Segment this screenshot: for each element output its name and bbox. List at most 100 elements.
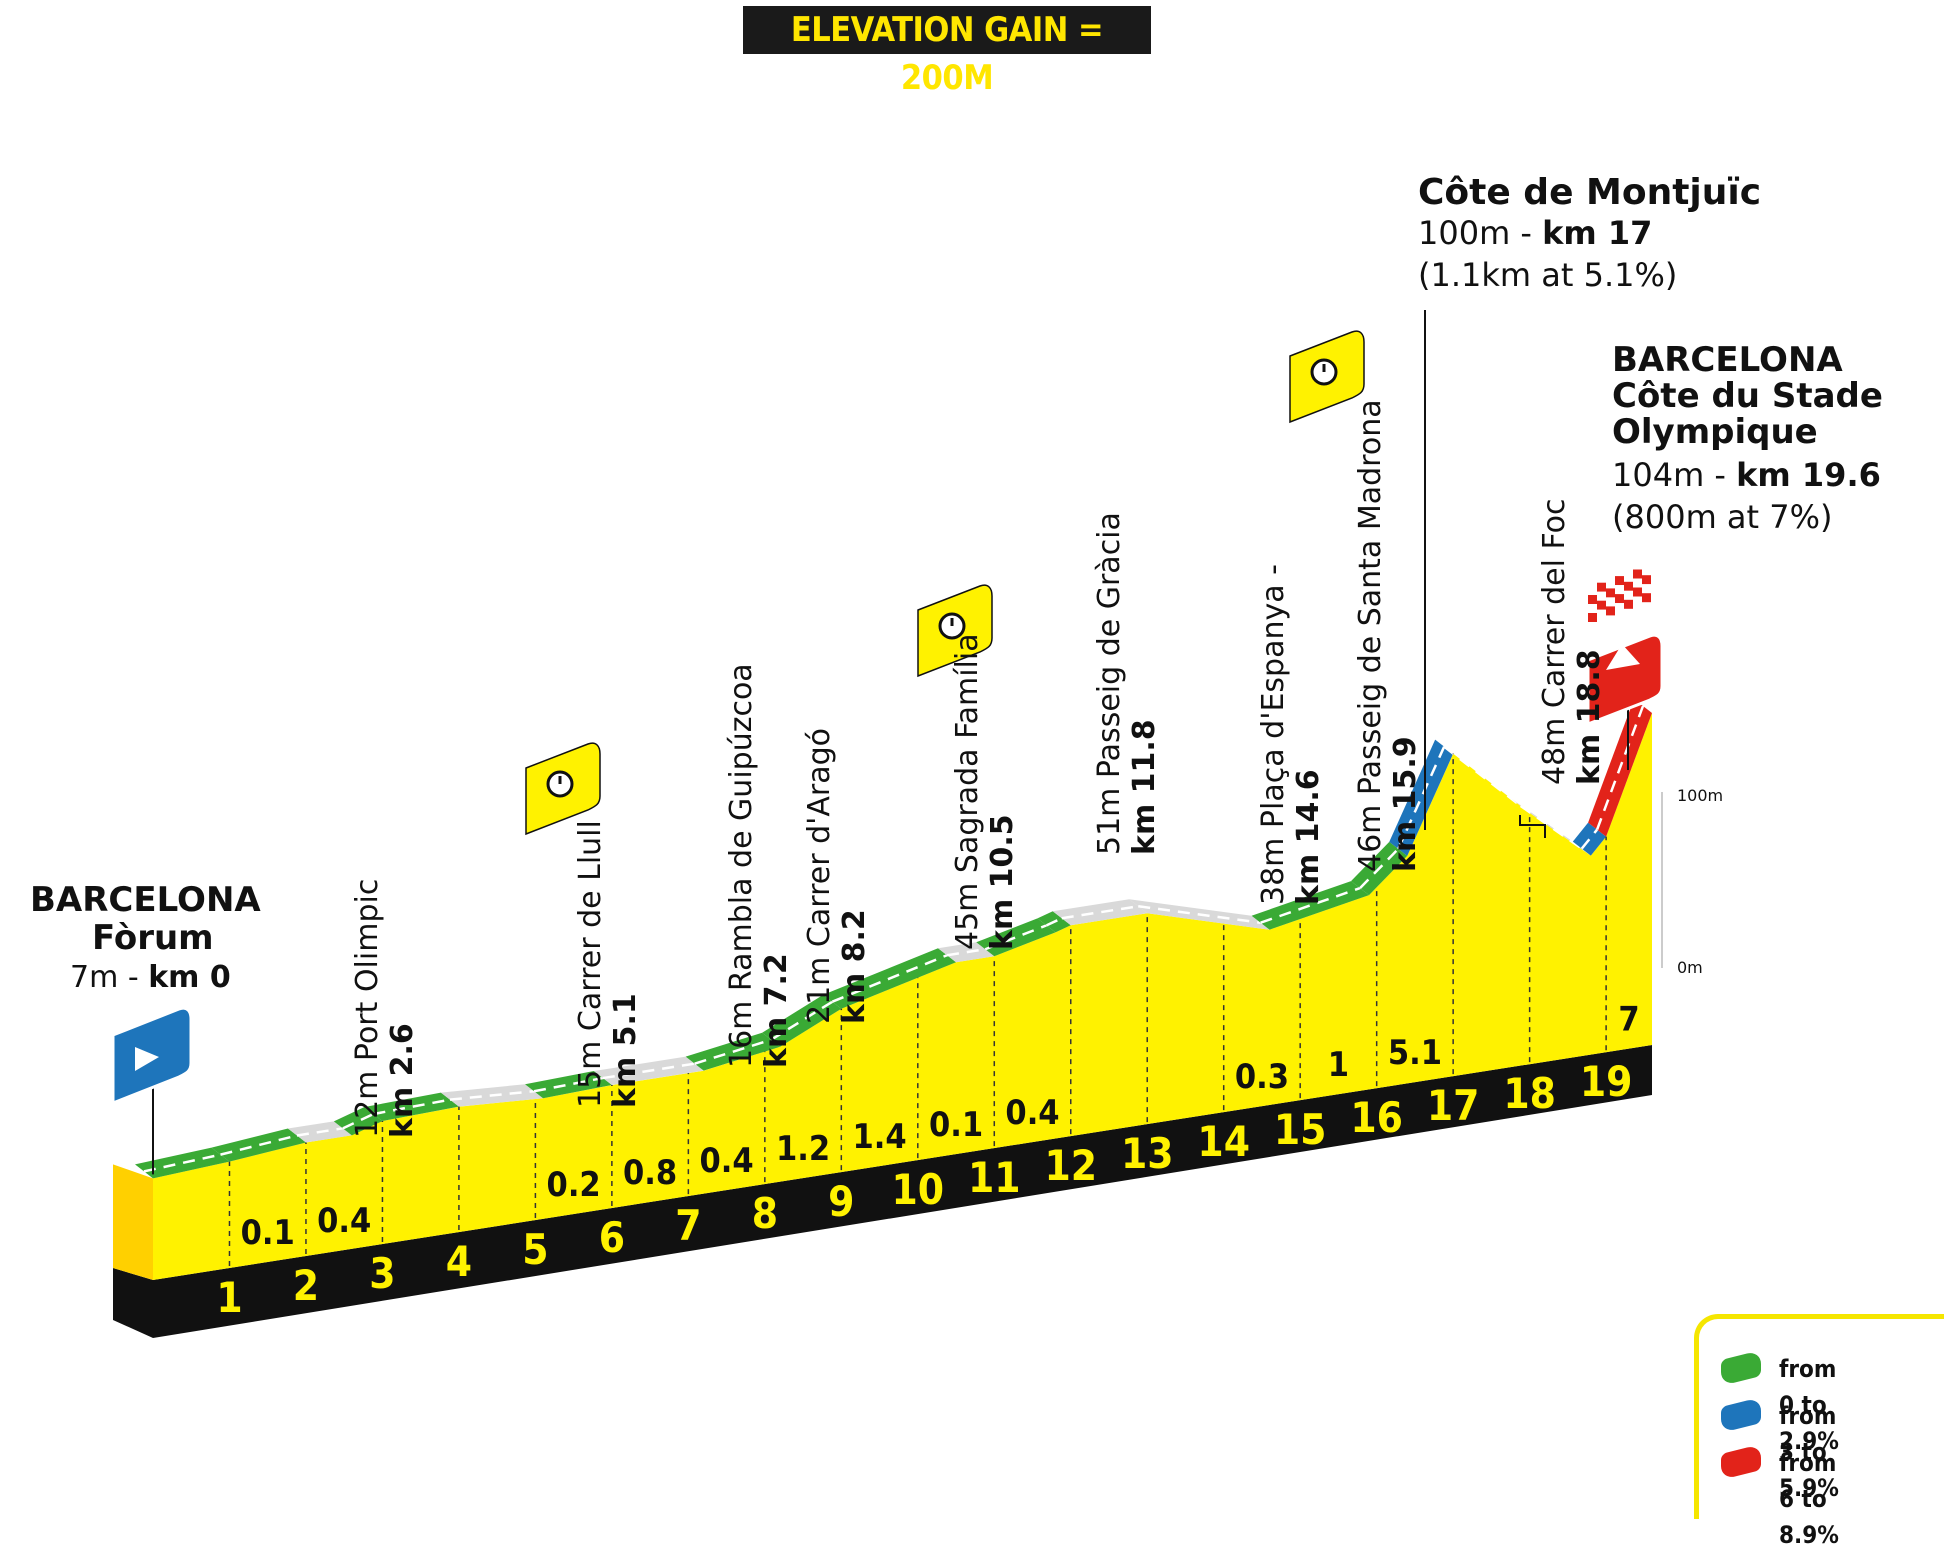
segment-gradient-label: 1.2 bbox=[776, 1129, 830, 1169]
legend-red-label: from 6 to 8.9% bbox=[1779, 1449, 1839, 1549]
start-km: km 0 bbox=[148, 960, 231, 995]
km-tick-label: 18 bbox=[1503, 1069, 1556, 1118]
segment-gradient-label: 7 bbox=[1618, 1000, 1639, 1040]
segment-gradient-label: 0.3 bbox=[1235, 1057, 1289, 1097]
waypoint-name: 16m Rambla de Guipúzcoa bbox=[724, 663, 759, 1068]
start-place: BARCELONA bbox=[30, 880, 261, 920]
gradient-legend: from 0 to 2.9% from 3 to 5.9% from 6 to … bbox=[1694, 1314, 1944, 1549]
route-centerline bbox=[1595, 705, 1645, 831]
route-centerline bbox=[1519, 804, 1583, 850]
y-tick-0m: 0m bbox=[1677, 958, 1703, 977]
gradient-strip bbox=[135, 1147, 230, 1179]
route-centerline bbox=[342, 1112, 374, 1130]
segment-gradient-label: 0.4 bbox=[700, 1141, 754, 1181]
route-centerline bbox=[831, 954, 948, 1003]
km-tick-label: 16 bbox=[1350, 1093, 1403, 1142]
markers-layer bbox=[111, 310, 1664, 1175]
gradient-strip bbox=[976, 918, 1056, 957]
route-centerline bbox=[984, 924, 1047, 951]
finish-km: km 19.6 bbox=[1736, 456, 1881, 494]
gradient-strip bbox=[525, 1071, 612, 1099]
foc-bracket bbox=[1519, 815, 1546, 838]
mountain-icon bbox=[1586, 633, 1664, 727]
waypoint-km: km 10.5 bbox=[985, 814, 1020, 950]
gradient-strip bbox=[211, 1128, 306, 1162]
summit-detail: (1.1km at 5.1%) bbox=[1418, 256, 1678, 294]
route-centerline bbox=[1260, 886, 1361, 924]
route-centerline bbox=[373, 1098, 451, 1116]
route-centerline bbox=[1359, 847, 1400, 889]
km-tick-label: 3 bbox=[369, 1249, 395, 1298]
waypoint-km: km 2.6 bbox=[385, 1023, 420, 1138]
route-centerline bbox=[1443, 745, 1522, 807]
legend-red-chip bbox=[1721, 1444, 1761, 1480]
gradient-strip bbox=[1389, 739, 1454, 856]
summit-elevation: 100m - km 17 bbox=[1418, 214, 1652, 252]
finish-detail: (800m at 7%) bbox=[1612, 498, 1833, 536]
gradient-strip bbox=[1572, 822, 1607, 856]
y-tick-100m: 100m bbox=[1677, 786, 1724, 805]
waypoint-name: 51m Passeig de Gràcia bbox=[1092, 512, 1127, 855]
waypoint-km: km 7.2 bbox=[759, 953, 794, 1068]
route-centerline bbox=[533, 1076, 604, 1093]
km-tick-label: 17 bbox=[1427, 1081, 1480, 1130]
finish-line1: BARCELONA bbox=[1612, 340, 1843, 380]
route-centerline bbox=[143, 1153, 221, 1173]
km-tick-label: 8 bbox=[752, 1189, 778, 1238]
waypoint-name: 38m Plaça d'Espanya - bbox=[1256, 564, 1291, 905]
gradient-strip bbox=[1052, 899, 1148, 926]
legend-green-label: from 0 to 2.9% bbox=[1779, 1355, 1839, 1455]
km-tick-label: 14 bbox=[1197, 1117, 1250, 1166]
profile-base-band bbox=[113, 1045, 1652, 1338]
segment-gradient-label: 1 bbox=[1328, 1045, 1349, 1085]
gradient-strip bbox=[1251, 881, 1370, 930]
km-tick-label: 1 bbox=[216, 1273, 242, 1322]
waypoint-km: km 5.1 bbox=[608, 993, 643, 1108]
route-centerline bbox=[296, 1127, 344, 1137]
profile-fill-layer bbox=[113, 699, 1652, 1280]
waypoint-km: km 11.8 bbox=[1127, 719, 1162, 855]
gradient-strip bbox=[333, 1107, 383, 1136]
checkered-flag-icon bbox=[1588, 566, 1651, 622]
finish-elevation: 104m - km 19.6 bbox=[1612, 456, 1881, 494]
route-centerline bbox=[946, 948, 986, 957]
segment-gradient-label: 0.1 bbox=[241, 1213, 295, 1253]
gradient-strip bbox=[938, 942, 995, 963]
km-tick-label: 5 bbox=[522, 1225, 548, 1274]
route-centerline bbox=[602, 1062, 695, 1080]
route-centerline bbox=[1045, 917, 1063, 927]
km-tick-label: 12 bbox=[1044, 1141, 1097, 1190]
km-tick-label: 15 bbox=[1274, 1105, 1327, 1154]
route-centerline bbox=[770, 1000, 833, 1041]
profile-start-side bbox=[113, 1164, 153, 1280]
start-elev: 7m - bbox=[70, 960, 149, 995]
segment-gradient-label: 1.4 bbox=[852, 1117, 906, 1157]
segment-gradient-label: 5.1 bbox=[1388, 1033, 1442, 1073]
km-tick-label: 19 bbox=[1580, 1057, 1633, 1106]
km-tick-label: 7 bbox=[675, 1201, 701, 1250]
finish-elev: 104m - bbox=[1612, 456, 1737, 494]
route-centerline bbox=[1138, 905, 1261, 924]
route-centerline bbox=[694, 1038, 772, 1065]
elevation-gain-banner: ELEVATION GAIN = 200M bbox=[743, 6, 1151, 98]
route-centerline bbox=[220, 1134, 298, 1156]
km-tick-label: 10 bbox=[891, 1165, 944, 1214]
start-arrow-icon bbox=[135, 1047, 159, 1071]
km-tick-label: 4 bbox=[446, 1237, 472, 1286]
waypoint-name: 15m Carrer de Llull bbox=[573, 820, 608, 1108]
waypoint-km: km 14.6 bbox=[1291, 769, 1326, 905]
segment-gradient-label: 0.8 bbox=[623, 1153, 677, 1193]
km-tick-label: 11 bbox=[968, 1153, 1021, 1202]
segment-gradient-label: 0.1 bbox=[929, 1105, 983, 1145]
waypoint-name: 21m Carrer d'Aragó bbox=[802, 727, 837, 1024]
km-tick-label: 2 bbox=[293, 1261, 319, 1310]
